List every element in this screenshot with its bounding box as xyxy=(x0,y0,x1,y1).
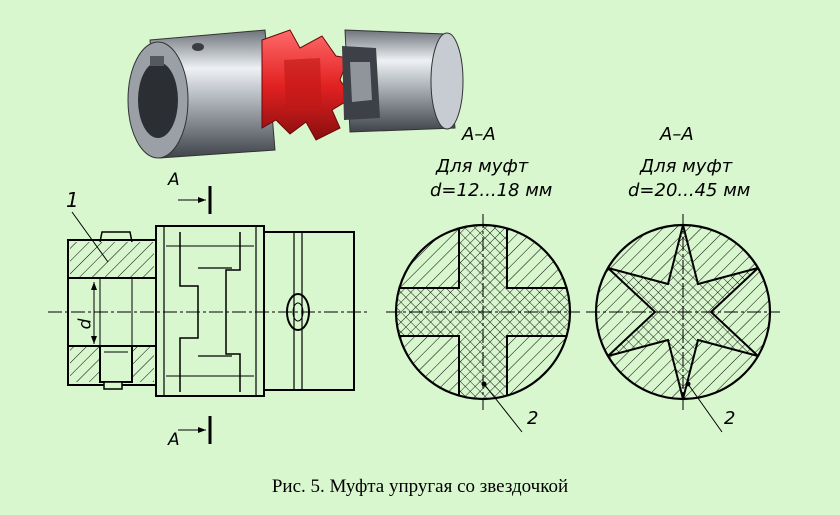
section-large-part-label: 2 xyxy=(724,408,736,429)
section-mark-top-label: A xyxy=(168,170,180,190)
section-large-drawing xyxy=(586,214,780,433)
section-mark-bottom-label: A xyxy=(168,430,180,450)
figure-caption: Рис. 5. Муфта упругая со звездочкой xyxy=(271,476,569,497)
part-1-label: 1 xyxy=(66,188,79,212)
side-view-drawing xyxy=(48,186,370,444)
section-large-line2: d=20...45 мм xyxy=(628,180,751,201)
section-large-line1: Для муфт xyxy=(640,156,733,177)
section-large-title: А–А xyxy=(660,124,694,145)
section-small-line2: d=12...18 мм xyxy=(430,180,553,201)
elastomer-star xyxy=(261,29,353,141)
section-small-line1: Для муфт xyxy=(436,156,529,177)
section-small-part-label: 2 xyxy=(527,408,539,429)
coupling-photo xyxy=(127,29,464,159)
section-small-title: А–А xyxy=(462,124,496,145)
bore-diameter-label: d xyxy=(75,318,96,330)
section-small-drawing xyxy=(386,214,580,433)
